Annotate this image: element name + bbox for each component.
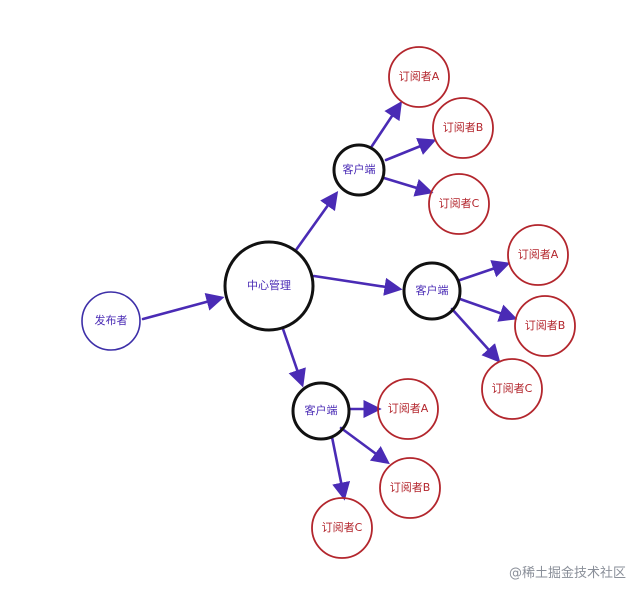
node-client-3: 客户端 (291, 381, 351, 441)
node-client-2: 客户端 (402, 261, 462, 321)
node-subscriber-3b: 订阅者B (379, 457, 441, 519)
node-subscriber-2b-label: 订阅者B (525, 319, 566, 332)
node-center-label: 中心管理 (247, 278, 291, 292)
node-subscriber-3b-label: 订阅者B (390, 481, 431, 494)
node-subscriber-2a: 订阅者A (507, 224, 569, 286)
arrow-client-3-to-sub-3c (330, 435, 351, 501)
node-subscriber-3a-label: 订阅者A (388, 402, 429, 415)
edges (141, 100, 518, 501)
node-client-3-label: 客户端 (305, 403, 338, 417)
node-subscriber-2b: 订阅者B (514, 295, 576, 357)
node-subscriber-1c-label: 订阅者C (439, 197, 480, 210)
node-client-1-label: 客户端 (343, 162, 376, 176)
node-subscriber-1b-label: 订阅者B (443, 121, 484, 134)
arrow-client-2-to-sub-2c (450, 307, 501, 363)
node-subscriber-1a: 订阅者A (388, 46, 450, 108)
node-client-1: 客户端 (332, 143, 386, 197)
node-subscriber-2c: 订阅者C (481, 358, 543, 420)
arrow-client-2-to-sub-2a (458, 260, 511, 282)
arrow-client-3-to-sub-3b (339, 426, 390, 465)
watermark: @稀土掘金技术社区 (508, 566, 626, 581)
arrow-client-2-to-sub-2b (458, 297, 518, 322)
arrow-client-1-to-sub-1b (384, 138, 437, 162)
node-publisher: 发布者 (81, 291, 141, 351)
node-subscriber-1a-label: 订阅者A (399, 70, 440, 83)
arrow-center-to-client-2 (312, 274, 403, 296)
node-subscriber-1c: 订阅者C (428, 173, 490, 235)
node-subscriber-1b: 订阅者B (432, 97, 494, 159)
node-subscriber-3a: 订阅者A (377, 378, 439, 440)
node-subscriber-3c-label: 订阅者C (322, 521, 363, 534)
node-center: 中心管理 (223, 240, 315, 332)
arrow-center-to-client-1 (294, 191, 339, 252)
node-client-2-label: 客户端 (416, 283, 449, 297)
arrow-publisher-to-center (141, 292, 225, 321)
node-subscriber-3c: 订阅者C (311, 497, 373, 559)
node-publisher-label: 发布者 (95, 313, 128, 327)
arrow-center-to-client-3 (281, 327, 306, 388)
arrow-client-1-to-sub-1c (382, 176, 434, 197)
node-subscriber-2c-label: 订阅者C (492, 382, 533, 395)
node-subscriber-2a-label: 订阅者A (518, 248, 559, 261)
arrow-client-1-to-sub-1a (370, 100, 403, 148)
